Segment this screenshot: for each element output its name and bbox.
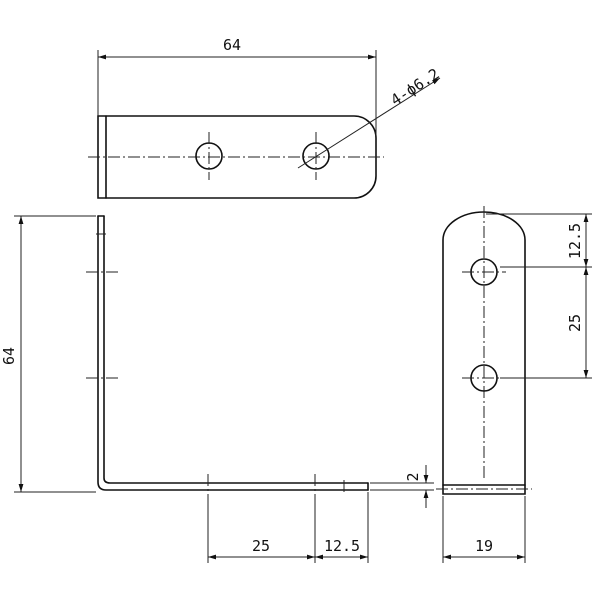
thickness-label: 2 [404,472,422,481]
hole-leader-line [297,77,441,169]
front-view: 12.5 25 19 [436,206,592,563]
side-view: 64 25 12.5 2 [0,215,434,563]
bottom-spacing-label: 25 [252,537,270,555]
front-width-label: 19 [475,537,493,555]
bottom-offset-label: 12.5 [324,537,360,555]
front-spacing-label: 25 [566,314,584,332]
side-height-label: 64 [0,347,18,365]
side-view-inner-profile [103,215,369,484]
hole-note-label: 4-ϕ6.2 [387,65,442,110]
side-view-outer-profile [97,215,369,491]
front-view-outline [442,211,526,495]
front-top-offset-label: 12.5 [566,223,584,259]
top-view: 64 4-ϕ6.2 [88,36,443,199]
top-width-label: 64 [223,36,241,54]
top-view-outline [97,115,377,199]
